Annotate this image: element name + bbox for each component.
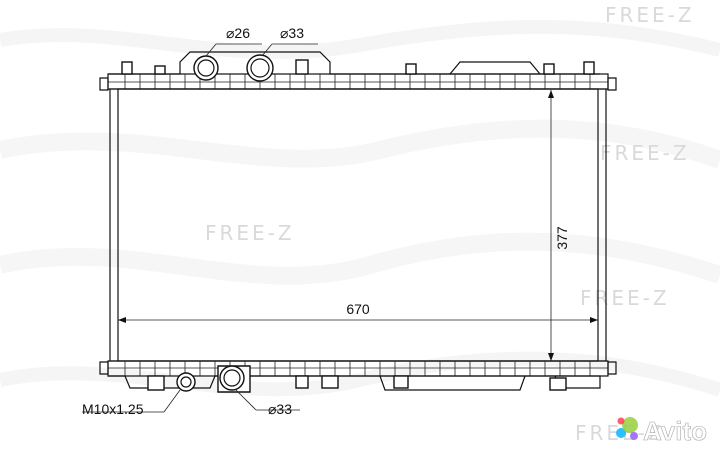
label-height: 377 xyxy=(554,226,570,250)
inlet-pipe-large xyxy=(246,54,274,82)
outlet-pipe xyxy=(217,365,251,393)
avito-dot-red-icon xyxy=(617,417,625,425)
watermark-top-right: FREE-Z xyxy=(605,3,695,27)
label-outlet: ⌀33 xyxy=(268,401,292,417)
avito-dot-purple-icon xyxy=(630,432,638,440)
top-tank xyxy=(99,51,617,91)
bottom-tank xyxy=(99,360,617,391)
label-width: 670 xyxy=(346,301,370,317)
dimension-leaders xyxy=(82,43,598,413)
label-inlet-small: ⌀26 xyxy=(226,25,250,41)
watermark-right-upper: FREE-Z xyxy=(600,141,690,165)
avito-dot-blue-icon xyxy=(616,428,626,438)
avito-brand: Avito xyxy=(643,416,707,446)
watermark-right-lower: FREE-Z xyxy=(580,286,670,310)
label-thread: M10x1.25 xyxy=(82,401,144,417)
label-inlet-large: ⌀33 xyxy=(280,25,304,41)
drain-plug xyxy=(176,372,196,392)
wave-background xyxy=(0,19,720,397)
avito-badge: Avito xyxy=(616,416,707,446)
top-tank-ribs xyxy=(124,74,591,89)
avito-dot-green-icon xyxy=(622,417,638,433)
watermark-mid-left: FREE-Z xyxy=(205,221,295,245)
inlet-pipe-small xyxy=(193,55,219,81)
